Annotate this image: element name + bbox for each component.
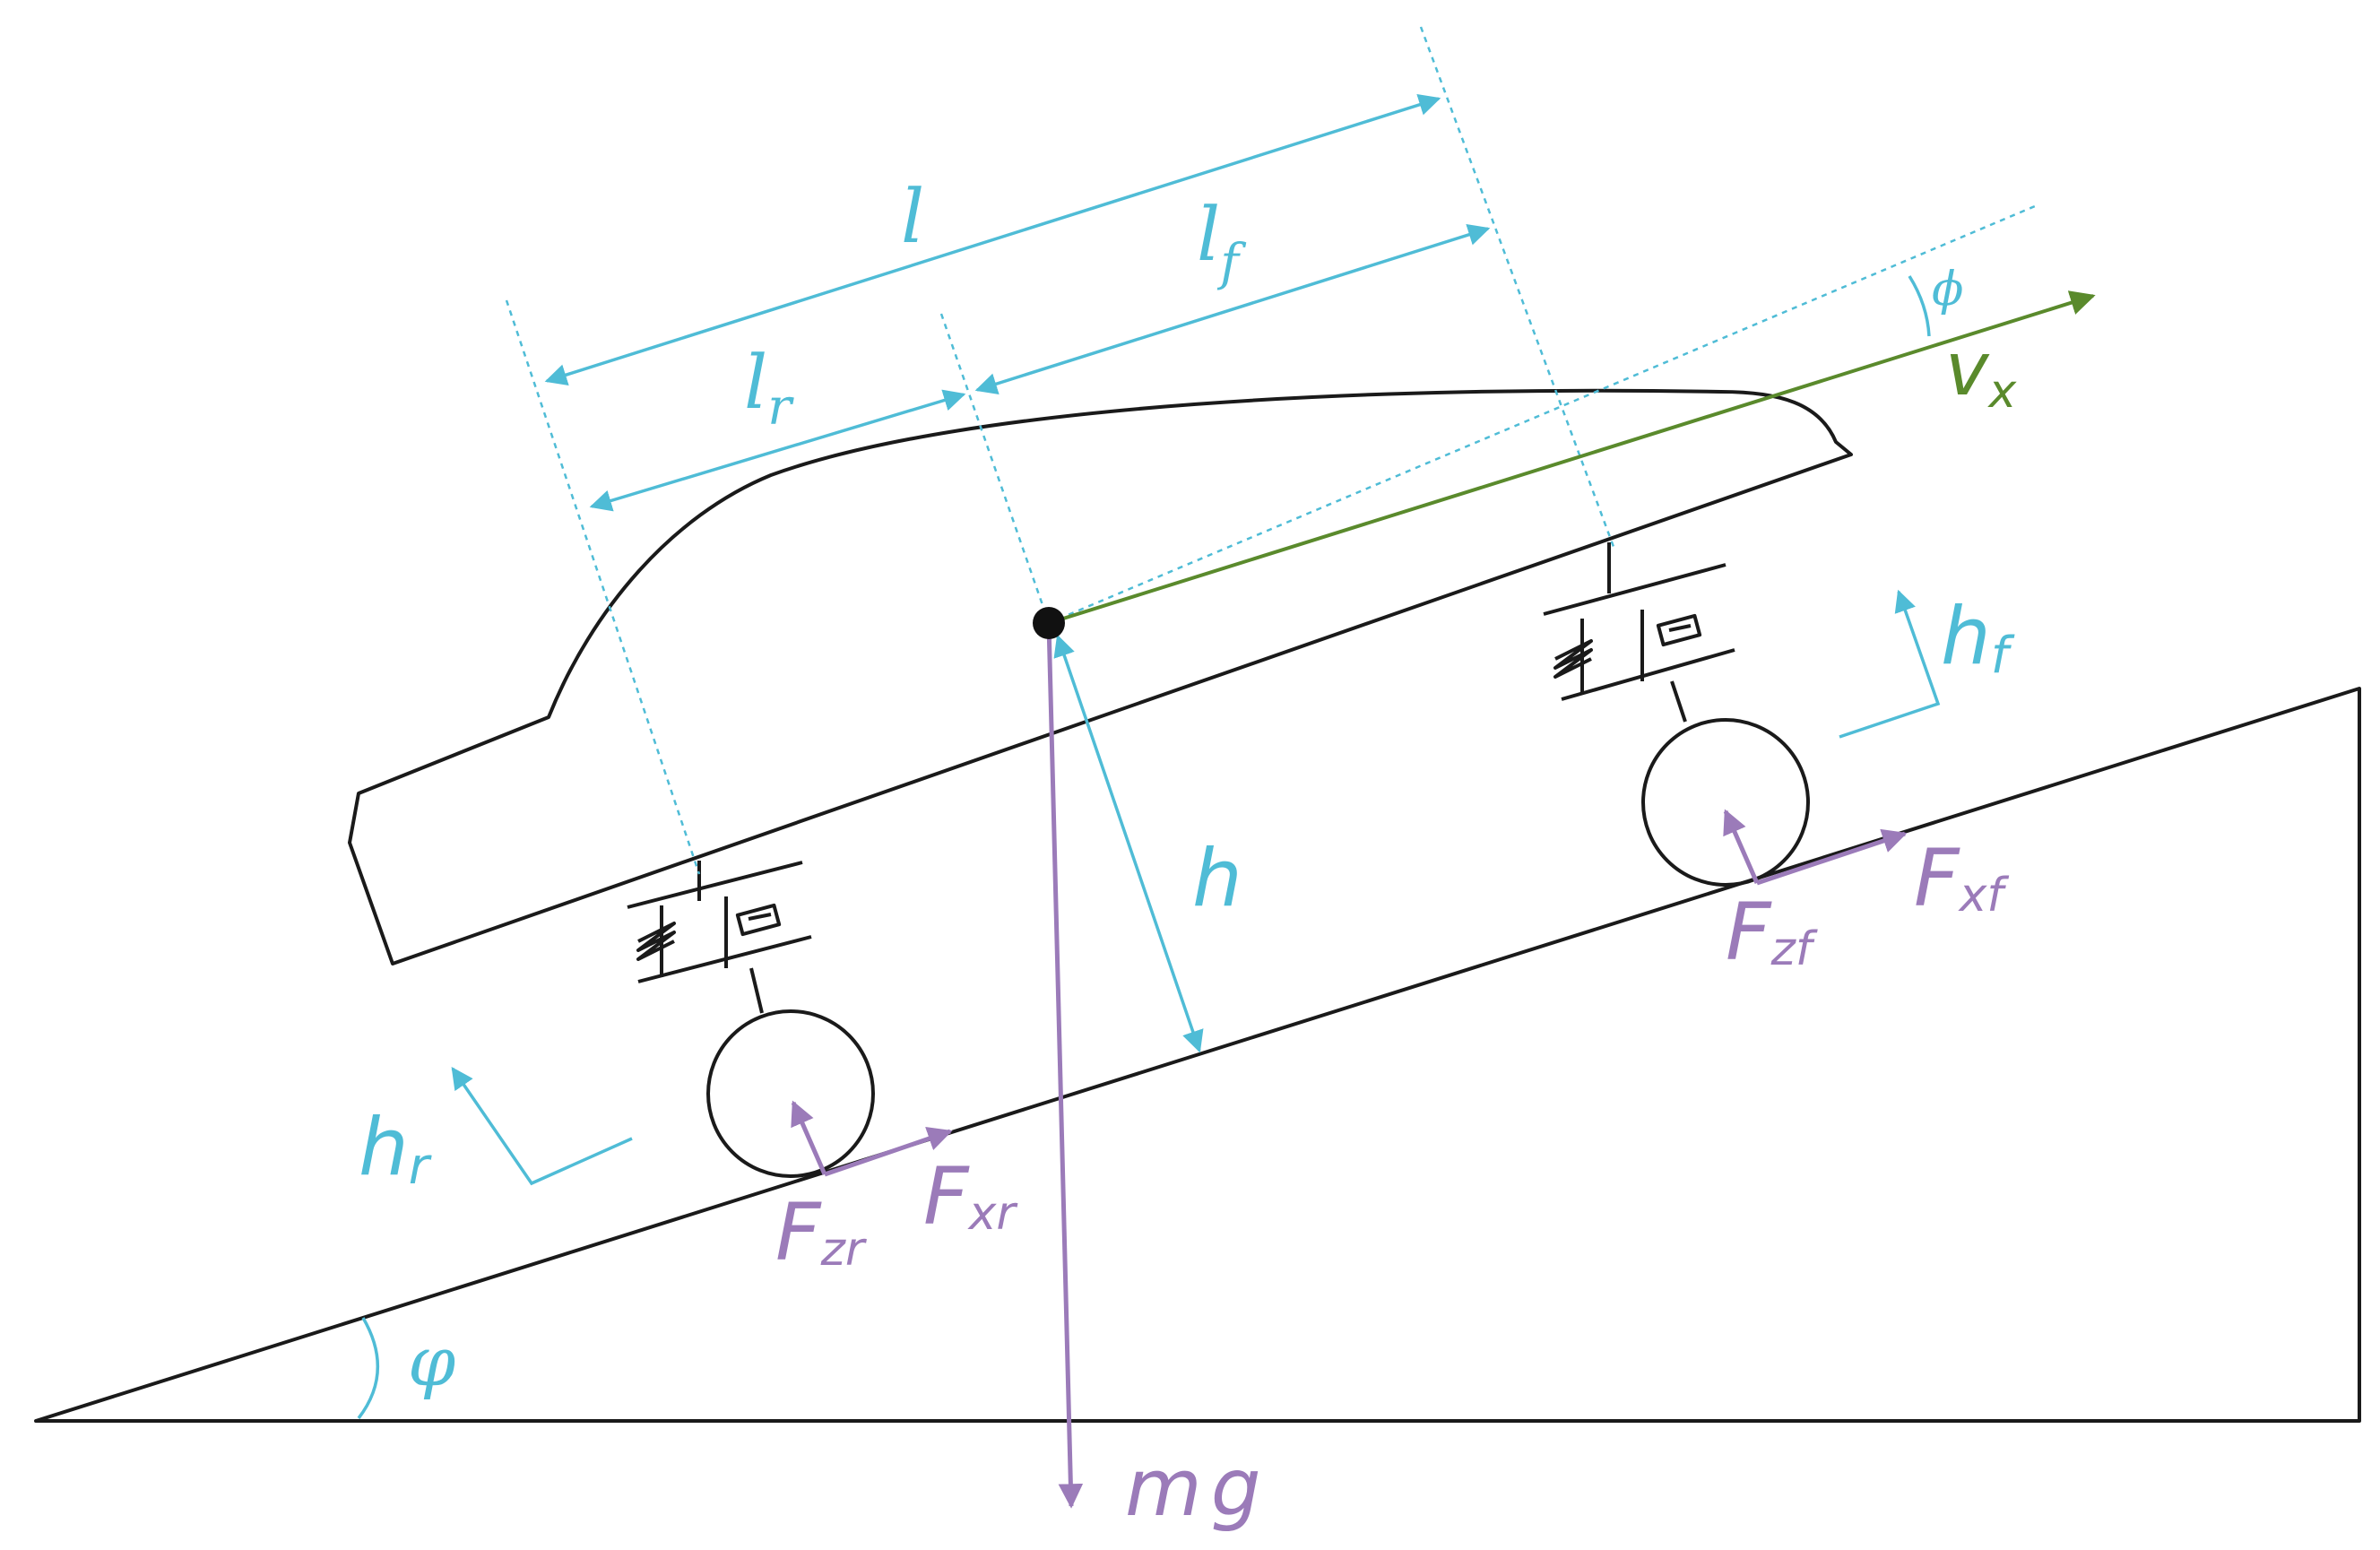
rear-length-arrow <box>589 389 966 512</box>
rear-length-subscript: r <box>767 378 794 437</box>
front-wheel <box>1641 718 1810 887</box>
front-length-arrow <box>974 223 1491 395</box>
front-traction-force-subscript: xf <box>1958 869 2010 922</box>
wheelbase-label: l <box>901 175 924 260</box>
cg-height-arrow <box>1053 634 1204 1053</box>
ramp <box>34 687 2361 1423</box>
velocity-label: vx <box>1945 327 2018 419</box>
front-length-symbol: l <box>1197 193 1220 278</box>
reference-lines <box>505 26 2036 875</box>
front-length-subscript: f <box>1216 234 1247 292</box>
rear-normal-arrow <box>791 1100 827 1176</box>
front-traction-arrow <box>1756 828 1908 886</box>
velocity-arrow <box>1048 290 2096 625</box>
rear-wheel <box>706 1009 875 1178</box>
front-length-label: lf <box>1197 193 1247 292</box>
slope-angle-label: φ <box>408 1321 455 1401</box>
rear-height-symbol: h <box>359 1101 409 1193</box>
front-normal-arrow <box>1723 809 1760 885</box>
velocity-symbol: v <box>1945 327 1990 412</box>
front-height-subscript: f <box>1991 627 2015 685</box>
slope-angle-arc <box>357 1317 379 1420</box>
front-traction-force-symbol: F <box>1914 832 1960 924</box>
front-height-label: hf <box>1941 590 2015 685</box>
car-body <box>348 388 1853 966</box>
front-normal-force-label: Fzf <box>1726 886 1818 978</box>
rear-traction-force-label: Fxr <box>923 1150 1018 1243</box>
cg-height-label: h <box>1192 832 1242 924</box>
rear-suspension <box>627 861 812 1014</box>
dimension-arrows <box>357 93 1941 1420</box>
weight-arrow <box>1046 622 1084 1509</box>
front-suspension <box>1543 542 1735 723</box>
wheelbase-arrow <box>544 93 1441 386</box>
rear-traction-arrow <box>824 1127 953 1177</box>
rear-traction-force-subscript: xr <box>967 1187 1019 1241</box>
rear-length-symbol: l <box>744 341 767 426</box>
rear-normal-force-label: Fzr <box>775 1186 868 1278</box>
rear-height-axes <box>451 1066 633 1186</box>
front-height-axes <box>1839 589 1941 739</box>
labels: l lf lr h hf hr vx ϕ φ mg Fzr Fxr Fzf <box>359 175 2018 1534</box>
force-arrows <box>791 622 1908 1509</box>
weight-label: mg <box>1125 1442 1270 1534</box>
velocity-subscript: x <box>1987 365 2018 419</box>
rear-normal-force-subscript: zr <box>820 1223 868 1277</box>
rear-height-subscript: r <box>409 1138 432 1196</box>
pitch-angle-arc <box>1908 275 1931 337</box>
front-height-symbol: h <box>1941 590 1991 682</box>
center-of-gravity <box>1033 607 1065 639</box>
pitch-angle-label: ϕ <box>1932 263 1963 316</box>
rear-length-label: lr <box>744 341 794 437</box>
rear-traction-force-symbol: F <box>923 1150 970 1243</box>
front-traction-force-label: Fxf <box>1914 832 2009 924</box>
rear-height-label: hr <box>359 1101 432 1196</box>
rear-normal-force-symbol: F <box>775 1186 822 1278</box>
front-normal-force-subscript: zf <box>1770 922 1818 976</box>
front-normal-force-symbol: F <box>1726 886 1772 978</box>
